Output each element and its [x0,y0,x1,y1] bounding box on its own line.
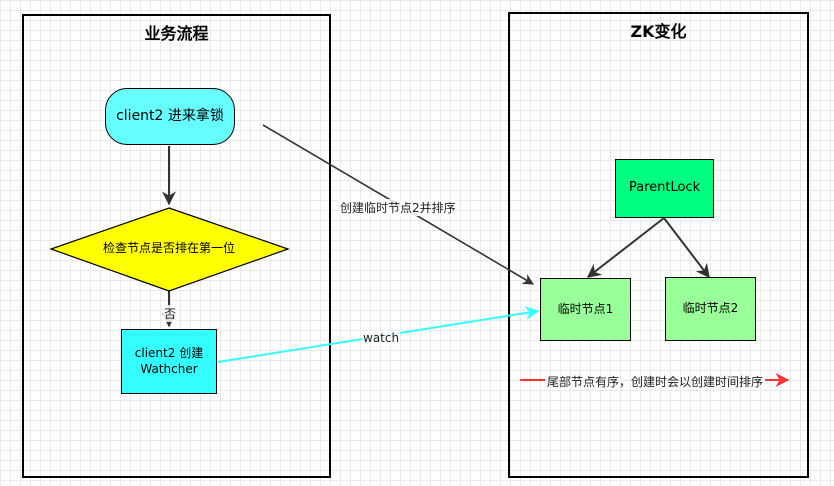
edge-label-no: 否 [163,305,178,322]
node-check-first-label: 检查节点是否排在第一位 [102,241,235,256]
node-parent-lock: ParentLock [615,159,714,218]
edge-label-create-sort: 创建临时节点2并排序 [339,199,457,216]
lane-business-title: 业务流程 [144,24,209,43]
node-parent-lock-label: ParentLock [628,180,701,196]
node-client2-enter: client2 进来拿锁 [105,88,235,145]
node-check-first: 检查节点是否排在第一位 [84,238,254,260]
edge-label-watch: watch [362,331,401,345]
node-create-watcher-line2: Wathcher [140,361,198,376]
lane-zk: ZK变化 [508,12,809,478]
edge-parent-to-node2 [663,217,710,279]
lane-zk-title: ZK变化 [630,22,687,41]
node-temp-2: 临时节点2 [665,277,756,341]
node-temp-1-label: 临时节点1 [557,301,614,316]
edge-parent-to-node1 [586,217,665,278]
node-create-watcher: client2 创建 Wathcher [121,329,217,394]
node-create-watcher-line1: client2 创建 [134,345,204,360]
legend-text: 尾部节点有序，创建时会以创建时间排序 [547,375,764,389]
lane-business: 业务流程 [22,14,331,478]
node-temp-1: 临时节点1 [540,278,631,341]
node-temp-2-label: 临时节点2 [682,301,739,316]
node-client2-enter-label: client2 进来拿锁 [116,108,224,125]
